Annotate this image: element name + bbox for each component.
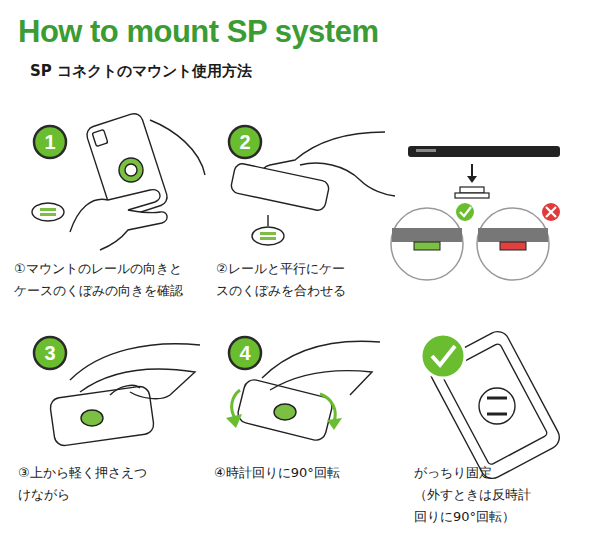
step-number-circle: 1 [32, 124, 68, 160]
mount-wrong [500, 242, 526, 250]
arrow-head [226, 414, 242, 428]
mount-top [460, 187, 484, 193]
mount-rail [487, 398, 507, 414]
phone-back [49, 385, 155, 446]
subtitle: SP コネクトのマウント使用方法 [30, 60, 450, 82]
check-mark [432, 346, 455, 365]
step-number: 2 [227, 124, 263, 160]
mount-base [455, 193, 489, 198]
mount-rail [260, 232, 276, 235]
zoom-ng [477, 208, 549, 280]
step-caption: ③上から軽く押さえつ けながら [18, 462, 168, 506]
case-section [478, 228, 548, 242]
cross-mark [546, 207, 556, 217]
step-caption: ②レールと平行にケー スのくぼみを合わせる [216, 258, 366, 302]
camera [92, 129, 108, 146]
phone-edge [408, 146, 560, 157]
mount-fit [414, 242, 440, 250]
final-illustration [421, 327, 563, 482]
hand [262, 341, 380, 395]
hand-finger [300, 163, 395, 196]
diagram-title: How to mount SP system [18, 14, 379, 50]
ring-inner [125, 164, 137, 176]
ng-badge [541, 202, 561, 222]
mount [274, 404, 296, 420]
mount-ring [479, 388, 515, 424]
mount-base [32, 203, 64, 221]
mount-rail [260, 237, 276, 240]
step3-illustration [49, 344, 200, 447]
phone-side [230, 162, 330, 211]
step-number: 4 [227, 335, 263, 371]
check-badge [421, 334, 465, 378]
check-mark [460, 207, 471, 216]
mount-rail [40, 208, 56, 211]
ring-mount [119, 158, 143, 182]
ok-badge [455, 202, 475, 222]
phone-back [236, 378, 334, 442]
step-number: 1 [32, 124, 68, 160]
step-number: 3 [32, 335, 68, 371]
align-line [267, 215, 268, 226]
mount-rail [40, 213, 56, 216]
case-section [392, 228, 462, 242]
step-caption: ①マウントのレールの向きと ケースのくぼみの向きを確認 [14, 258, 204, 302]
hand [70, 190, 167, 250]
arrow-head [327, 418, 342, 430]
arrow-head [467, 176, 477, 183]
step-caption: ④時計回りに90°回転 [214, 462, 394, 484]
mount-base [252, 227, 284, 245]
step1-illustration [32, 111, 205, 250]
phone-button [416, 149, 436, 152]
step-number-circle: 2 [227, 124, 263, 160]
final-caption: がっちり固定 （外すときは反時計 回りに90°回転） [414, 462, 542, 528]
hand [70, 344, 200, 399]
detail-illustration [391, 146, 561, 280]
zoom-ok [391, 208, 463, 280]
rotate-arrow [320, 394, 335, 422]
finger [110, 385, 140, 395]
step-number-circle: 3 [32, 335, 68, 371]
step-number-circle: 4 [227, 335, 263, 371]
mount [81, 410, 103, 426]
